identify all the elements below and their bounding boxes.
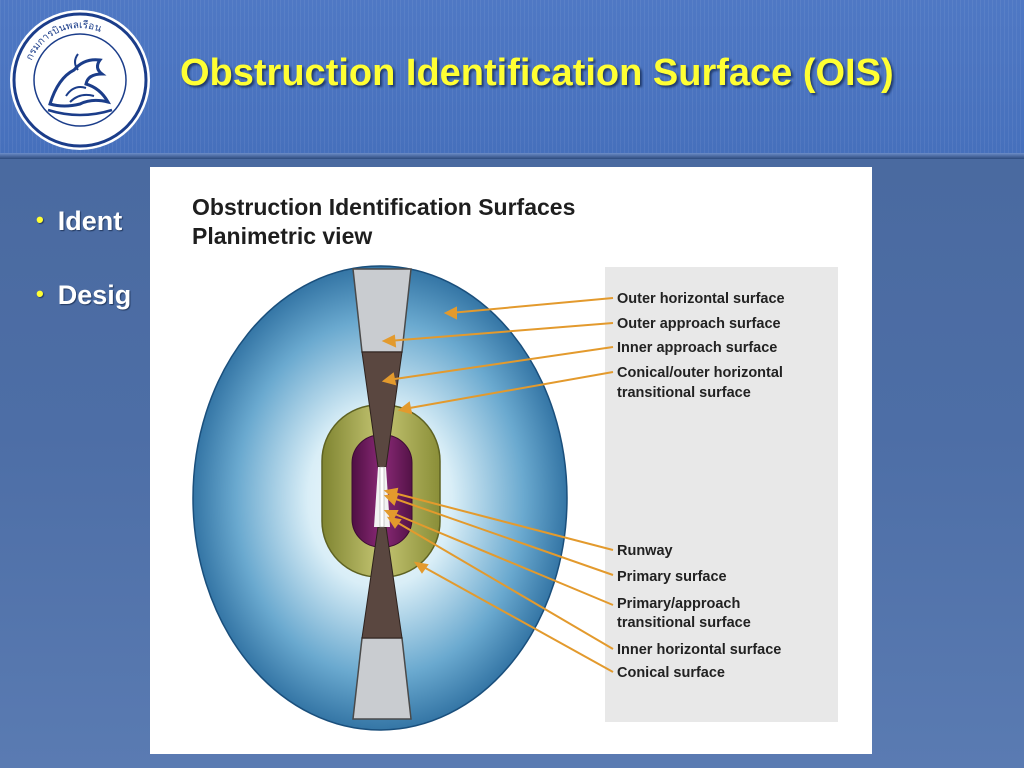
runway — [379, 466, 385, 528]
header-texture — [0, 0, 1024, 155]
bullet-item-1: •Ident — [36, 206, 123, 236]
label-primary: Primary surface — [617, 569, 727, 585]
slide-header — [0, 0, 1024, 155]
label-runway: Runway — [617, 543, 673, 559]
label-outer-horizontal: Outer horizontal surface — [617, 291, 785, 307]
slide-title: Obstruction Identification Surface (OIS) — [180, 52, 894, 94]
label-inner-approach: Inner approach surface — [617, 340, 777, 356]
outer-approach-surface-bottom — [352, 637, 412, 720]
label-conical-outer-line1: Conical/outer horizontal — [617, 365, 783, 381]
ois-diagram-panel: Obstruction Identification Surfaces Plan… — [150, 167, 872, 754]
label-primary-approach-line2: transitional surface — [617, 615, 751, 631]
bullet-item-2: •Desig — [36, 280, 132, 310]
label-primary-approach-line1: Primary/approach — [617, 596, 740, 612]
label-inner-horizontal: Inner horizontal surface — [617, 642, 781, 658]
label-panel — [605, 267, 838, 722]
header-divider — [0, 153, 1024, 159]
figure-title: Obstruction Identification Surfaces — [192, 194, 575, 220]
label-conical: Conical surface — [617, 665, 725, 681]
label-conical-outer-line2: transitional surface — [617, 385, 751, 401]
aviation-seal-logo-icon: กรมการบินพลเรือน — [10, 10, 150, 150]
figure-subtitle: Planimetric view — [192, 223, 372, 249]
bullet-text-1: Ident — [57, 206, 123, 236]
bullet-text-2: Desig — [57, 280, 132, 310]
label-outer-approach: Outer approach surface — [617, 316, 781, 332]
